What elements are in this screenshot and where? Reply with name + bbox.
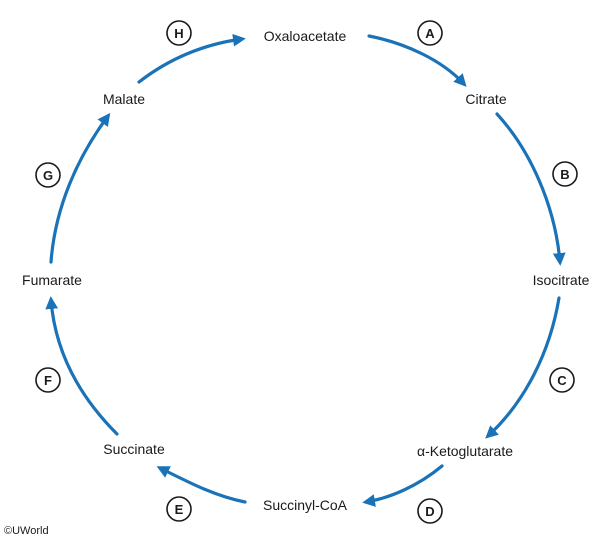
step-marker-g: G [35, 162, 61, 188]
cycle-arrows [45, 33, 566, 507]
step-marker-c: C [549, 367, 575, 393]
step-marker-e: E [166, 496, 192, 522]
arrow-oxaloacetate-to-citrate [367, 34, 467, 87]
step-marker-f: F [35, 367, 61, 393]
label-malate: Malate [103, 91, 145, 107]
step-markers: A B C D E F G H [35, 20, 578, 524]
step-letter-d: D [425, 504, 434, 519]
label-citrate: Citrate [465, 91, 506, 107]
step-marker-a: A [417, 20, 443, 46]
metabolite-labels: Oxaloacetate Citrate Isocitrate α-Ketogl… [22, 28, 590, 513]
label-succinate: Succinate [103, 441, 165, 457]
step-marker-b: B [552, 161, 578, 187]
label-fumarate: Fumarate [22, 272, 82, 288]
label-alpha-ketoglutarate: α-Ketoglutarate [417, 443, 513, 459]
step-marker-d: D [417, 498, 443, 524]
arrow-succinyl-coa-to-succinate [156, 466, 247, 504]
step-letter-a: A [425, 26, 435, 41]
arrow-isocitrate-to-alpha-ketoglutarate [485, 296, 561, 439]
arrow-alpha-ketoglutarate-to-succinyl-coa [362, 464, 444, 507]
step-letter-c: C [557, 373, 567, 388]
step-marker-h: H [166, 20, 192, 46]
step-letter-f: F [44, 373, 52, 388]
label-succinyl-coa: Succinyl-CoA [263, 497, 348, 513]
label-oxaloacetate: Oxaloacetate [264, 28, 347, 44]
arrow-malate-to-oxaloacetate [137, 33, 246, 84]
step-letter-g: G [43, 168, 53, 183]
step-letter-e: E [175, 502, 184, 517]
copyright-notice: ©UWorld [4, 525, 49, 537]
arrow-citrate-to-isocitrate [495, 112, 566, 266]
step-letter-h: H [174, 26, 183, 41]
label-isocitrate: Isocitrate [533, 272, 590, 288]
arrow-fumarate-to-malate [49, 112, 111, 264]
arrow-succinate-to-fumarate [45, 296, 119, 436]
step-letter-b: B [560, 167, 569, 182]
